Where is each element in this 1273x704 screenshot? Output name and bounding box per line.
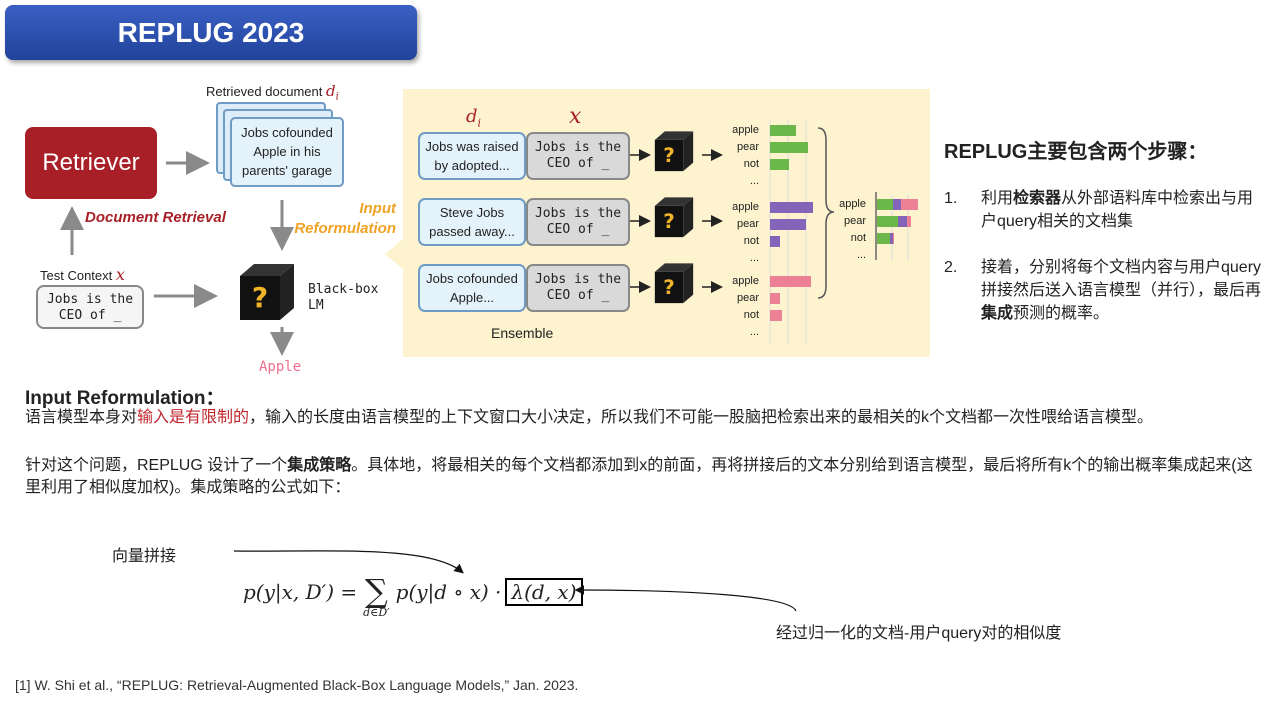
ensemble-bar-pear-part-1 [877,216,898,227]
slide-title: REPLUG 2023 [5,5,417,60]
row3-bar-pear [770,293,780,304]
row1-bar-not [770,159,789,170]
input-reformulation-label: Input Reformulation [294,200,396,237]
retriever-box: Retriever [25,127,157,199]
ensemble-bar-not-part-3 [893,233,894,244]
document-retrieval-label: Document Retrieval [85,209,226,226]
left-diagram-arrows [60,151,294,356]
reformulation-paragraph-2: 针对这个问题，REPLUG 设计了一个集成策略。具体地，将最相关的每个文档都添加… [25,457,1253,496]
row1-doc-box: Jobs was raised by adopted... [418,132,526,180]
step-1: 1. 利用检索器从外部语料库中检索出与用户query相关的文档集 [944,190,1254,230]
ensemble-bar-apple-part-3 [901,199,918,210]
row3-bar-apple [770,276,811,287]
ensemble-bar-not-part-1 [877,233,890,244]
reformulation-paragraph-1: 语言模型本身对输入是有限制的，输入的长度由语言模型的上下文窗口大小决定，所以我们… [25,409,1154,426]
row2-bar-pear [770,219,806,230]
step-2: 2. 接着，分别将每个文档内容与用户query拼接然后送入语言模型（并行），最后… [944,259,1262,322]
panel-pointer [385,239,403,269]
svg-text:?: ? [663,276,675,299]
row2-bar-apple [770,202,813,213]
row1-lm-cube-icon: ? [654,131,694,172]
ensemble-bar-not-part-2 [890,233,893,244]
retrieved-document-label: Retrieved document di [206,82,339,103]
row1-x-box: Jobs is the CEO of _ [526,132,630,180]
row2-x-box: Jobs is the CEO of _ [526,198,630,246]
formula-term: p(y|d ∘ x) · [395,579,502,604]
formula-sum: ∑ d∈D′ [363,572,390,619]
ensemble-bar-apple-part-1 [877,199,893,210]
ensemble-bar-pear-part-2 [898,216,907,227]
row1-bar-pear [770,142,808,153]
ensemble-vocab: apple pear not ... [839,198,866,261]
row1-bar-apple [770,125,796,136]
ensemble-bar-apple-part-2 [893,199,901,210]
row3-x-box: Jobs is the CEO of _ [526,264,630,312]
column-x-header: x [569,104,582,129]
panel-arrows [630,120,909,345]
test-context-label: Test Context x [40,265,125,284]
similarity-note: 经过归一化的文档-用户query对的相似度 [776,625,1062,642]
reformulation-heading: Input Reformulation： [25,388,225,409]
svg-text:?: ? [252,281,268,314]
row2-bar-not [770,236,780,247]
concat-note: 向量拼接 [112,548,177,565]
row3-doc-box: Jobs cofounded Apple... [418,264,526,312]
svg-text:?: ? [663,210,675,233]
test-context-box: Jobs is the CEO of _ [36,285,144,329]
formula-weight-box: λ(d, x) [505,577,583,606]
row3-bar-not [770,310,782,321]
ensemble-label: Ensemble [491,325,554,341]
row1-vocab: apple pear not ... [732,124,759,187]
row3-lm-cube-icon: ? [654,263,694,304]
row2-vocab: apple pear not ... [732,201,759,264]
row2-lm-cube-icon: ? [654,197,694,238]
retrieved-document: Jobs cofounded Apple in his parents' gar… [230,117,344,187]
steps-title: REPLUG主要包含两个步骤： [944,141,1208,163]
formula-lhs: p(y|x, D′) = [243,579,358,604]
svg-text:?: ? [663,144,675,167]
reference-citation: [1] W. Shi et al., “REPLUG: Retrieval-Au… [15,677,579,693]
column-d-header: di [466,106,482,130]
row3-vocab: apple pear not ... [732,275,759,338]
row2-doc-box: Steve Jobs passed away... [418,198,526,246]
blackbox-lm-label: Black-box LM [308,282,379,313]
ensemble-bar-pear-part-3 [907,216,911,227]
ensemble-formula: p(y|x, D′) = ∑ d∈D′ p(y|d ∘ x) · λ(d, x) [243,570,583,619]
output-apple: Apple [259,359,302,375]
blackbox-lm-cube-icon: ? [240,264,294,320]
